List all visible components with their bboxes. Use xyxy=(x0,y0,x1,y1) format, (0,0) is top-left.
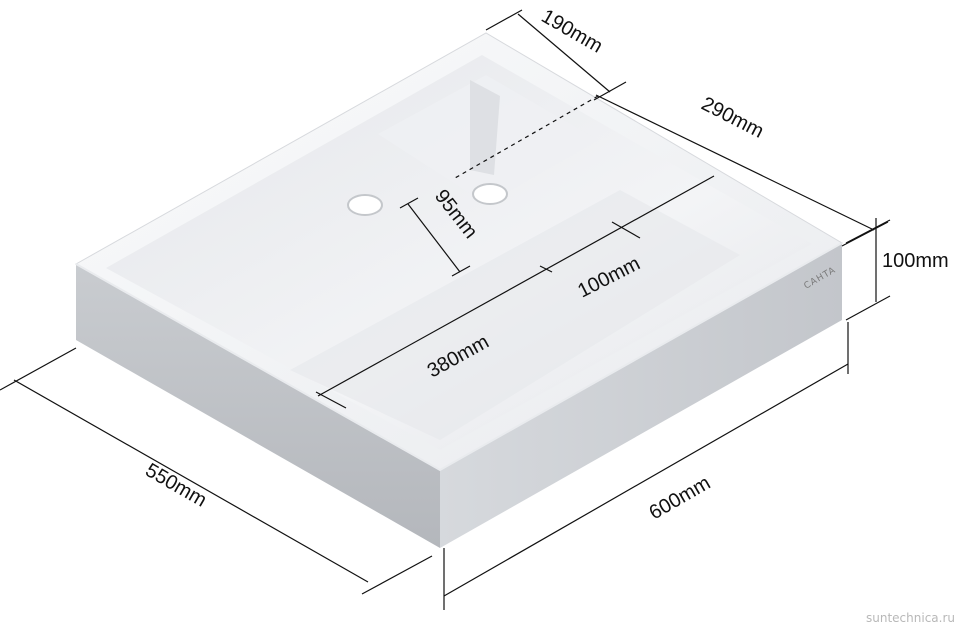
label-290mm: 290mm xyxy=(698,93,767,143)
tap-hole-left xyxy=(347,194,383,216)
washbasin: CAHTA xyxy=(74,32,844,548)
basin-bowl xyxy=(106,55,812,450)
basin-right-face xyxy=(440,243,842,548)
label-600mm: 600mm xyxy=(646,472,715,524)
label-190mm: 190mm xyxy=(538,5,607,57)
front-lip xyxy=(75,242,843,472)
label-100mm-height: 100mm xyxy=(882,250,949,272)
watermark: suntechnica.ru xyxy=(866,611,955,625)
overflow-channel xyxy=(470,80,500,175)
basin-step xyxy=(290,190,740,440)
basin-left-face xyxy=(76,264,440,548)
dimension-lines xyxy=(0,9,891,610)
tap-hole-right xyxy=(472,183,508,205)
